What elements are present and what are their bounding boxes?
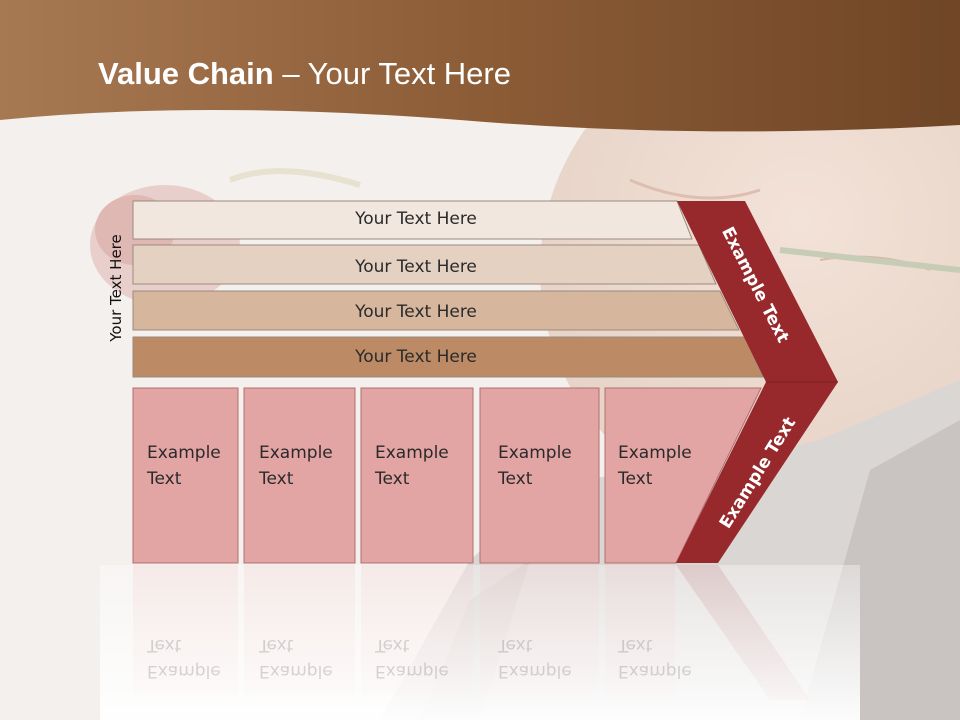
- title-bold: Value Chain: [98, 56, 274, 91]
- bar-1: [132, 200, 693, 240]
- title-rest: – Your Text Here: [273, 56, 511, 91]
- bar-label-3: Your Text Here: [355, 302, 477, 322]
- bar-2: [132, 244, 717, 285]
- primary-boxes: [132, 387, 762, 564]
- box-4: [479, 387, 600, 564]
- bar-4: [132, 336, 764, 378]
- bar-label-1: Your Text Here: [355, 209, 477, 229]
- bar-label-4: Your Text Here: [355, 347, 477, 367]
- page-title: Value Chain – Your Text Here: [98, 56, 511, 92]
- support-bars: [132, 200, 764, 378]
- box-3: [360, 387, 474, 564]
- box-1: [132, 387, 239, 564]
- bar-label-2: Your Text Here: [355, 257, 477, 277]
- box-2: [243, 387, 356, 564]
- bar-3: [132, 290, 740, 331]
